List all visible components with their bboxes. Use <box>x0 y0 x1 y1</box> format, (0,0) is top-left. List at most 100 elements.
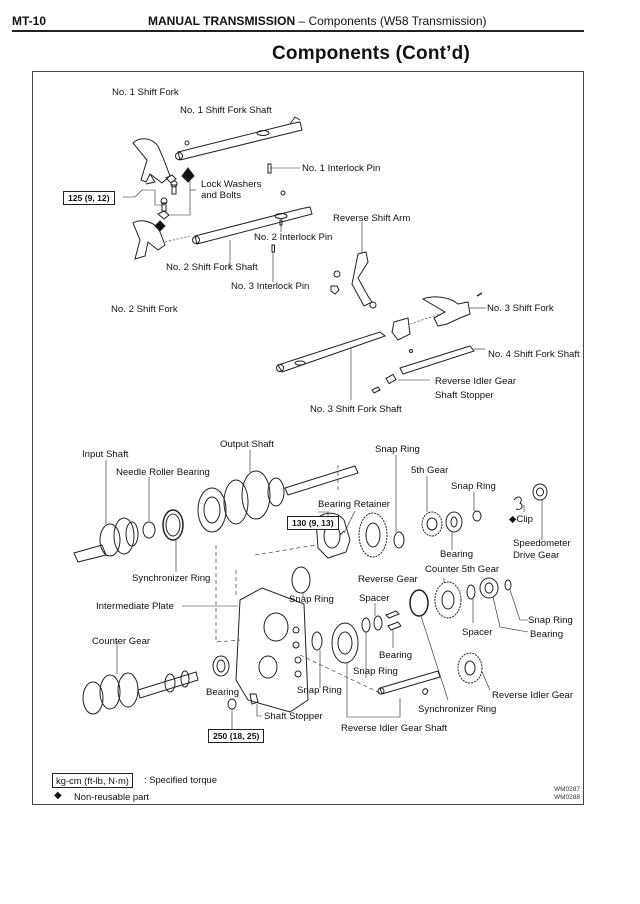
reverse-gear-drawing <box>358 512 388 558</box>
label-bearing-b: Bearing <box>206 687 240 698</box>
lock-washers-bolts-drawing <box>123 167 196 232</box>
label-output-shaft: Output Shaft <box>220 439 274 450</box>
torque-bearing-retainer: 130 (9, 13) <box>287 516 339 530</box>
no3-shift-fork-drawing <box>409 292 486 327</box>
label-no3-interlock-pin: No. 3 Interlock Pin <box>231 281 310 292</box>
spacer-b-drawing <box>466 584 476 623</box>
reverse-idler-gear-shaft-drawing <box>377 670 441 695</box>
dashed-leaders <box>215 465 381 694</box>
needle-roller-bearing-drawing <box>142 477 156 539</box>
label-drive-gear: Drive Gear <box>513 550 560 561</box>
reverse-shift-arm-drawing <box>330 222 377 309</box>
snap-ring-d-drawing <box>311 631 323 688</box>
no3-shift-fork-shaft-drawing <box>276 331 387 400</box>
clip-drawing <box>513 496 525 512</box>
label-reverse-idler-gear-stopper-2: Shaft Stopper <box>435 390 494 401</box>
no4-shift-fork-shaft-drawing <box>399 345 485 375</box>
label-intermediate-plate: Intermediate Plate <box>96 601 174 612</box>
snap-ring-e-drawing <box>361 617 371 678</box>
label-no4-shift-fork-shaft: No. 4 Shift Fork Shaft <box>488 349 580 360</box>
no2-shift-fork-drawing <box>132 220 191 260</box>
label-snap-ring-b: Snap Ring <box>451 481 496 492</box>
label-reverse-shift-arm: Reverse Shift Arm <box>333 213 411 224</box>
label-fifth-gear: 5th Gear <box>411 465 449 476</box>
label-clip: ◆Clip <box>509 514 533 525</box>
label-counter-5th-gear: Counter 5th Gear <box>425 564 500 575</box>
snap-ring-b-drawing <box>472 492 482 522</box>
legend-non-reusable-desc: Non-reusable part <box>74 791 150 802</box>
label-spacer-b: Spacer <box>462 627 493 638</box>
label-snap-ring-d: Snap Ring <box>297 685 342 696</box>
legend-torque-unit: kg-cm (ft-lb, N·m) <box>52 773 133 788</box>
label-no2-interlock-pin: No. 2 Interlock Pin <box>254 232 333 243</box>
label-bearing-e: Bearing <box>530 629 564 640</box>
bearing-e-drawing <box>479 577 529 633</box>
bearing-d-drawing <box>331 622 401 718</box>
torque-shaft-stopper: 250 (18, 25) <box>208 729 265 743</box>
counter-5th-gear-drawing <box>434 578 462 619</box>
shaft-stopper-bolt-drawing <box>227 693 262 730</box>
label-speedometer: Speedometer <box>513 538 571 549</box>
label-lock-washers: Lock Washers <box>201 179 262 190</box>
label-reverse-idler-gear: Reverse Idler Gear <box>492 690 574 701</box>
legend-torque-desc: : Specified torque <box>144 774 217 785</box>
speedometer-drive-gear-drawing <box>532 483 548 540</box>
spacer-a-drawing <box>373 603 383 631</box>
label-bearing-retainer: Bearing Retainer <box>318 499 390 510</box>
intermediate-plate-drawing <box>182 587 309 713</box>
label-no3-shift-fork: No. 3 Shift Fork <box>487 303 554 314</box>
fifth-gear-drawing <box>421 476 443 537</box>
no2-shift-fork-shaft-drawing <box>192 190 313 268</box>
label-reverse-gear: Reverse Gear <box>358 574 418 585</box>
interlock-pins-2-3-drawing <box>271 219 283 282</box>
label-snap-ring-f: Snap Ring <box>528 615 573 626</box>
no1-shift-fork-drawing <box>132 138 171 185</box>
label-shaft-stopper: Shaft Stopper <box>264 711 323 722</box>
section-title: MANUAL TRANSMISSION – Components (W58 Tr… <box>148 14 487 28</box>
label-snap-ring-e: Snap Ring <box>353 666 398 677</box>
section-title-sub: – Components (W58 Transmission) <box>295 14 487 28</box>
label-no2-shift-fork: No. 2 Shift Fork <box>111 304 178 315</box>
label-synchronizer-ring-b: Synchronizer Ring <box>418 704 497 715</box>
label-no3-shift-fork-shaft: No. 3 Shift Fork Shaft <box>310 404 402 415</box>
page-title: Components (Cont’d) <box>272 43 470 64</box>
label-no1-shift-fork: No. 1 Shift Fork <box>112 87 179 98</box>
label-reverse-idler-gear-shaft: Reverse Idler Gear Shaft <box>341 723 448 734</box>
torque-lock-bolts: 125 (9, 12) <box>63 191 115 205</box>
label-no1-interlock-pin: No. 1 Interlock Pin <box>302 163 381 174</box>
figure-code-1: WM0287 <box>553 786 580 793</box>
snap-ring-c-drawing <box>291 566 311 598</box>
shift-head-drawing <box>391 317 413 353</box>
non-reusable-diamond-icon: ◆ <box>54 790 62 801</box>
synchronizer-ring-a-drawing <box>162 509 184 572</box>
output-shaft-drawing <box>197 450 359 533</box>
label-reverse-idler-gear-stopper-1: Reverse Idler Gear <box>435 376 517 387</box>
synchronizer-ring-b-drawing <box>409 589 449 701</box>
label-snap-ring-c: Snap Ring <box>289 594 334 605</box>
label-counter-gear: Counter Gear <box>92 636 151 647</box>
no1-shift-fork-shaft-drawing <box>175 116 303 161</box>
label-synchronizer-ring-a: Synchronizer Ring <box>132 573 211 584</box>
label-bearing-c: Bearing <box>379 650 413 661</box>
label-snap-ring-a: Snap Ring <box>375 444 420 455</box>
label-needle-roller-bearing: Needle Roller Bearing <box>116 467 210 478</box>
no1-interlock-pin-drawing <box>267 163 300 174</box>
label-bearing-a: Bearing <box>440 549 474 560</box>
figure-code-2: WM0288 <box>553 794 580 801</box>
figure-codes: WM0287 WM0288 <box>554 786 580 802</box>
label-and-bolts: and Bolts <box>201 190 242 201</box>
section-code: MT-10 <box>12 14 47 28</box>
counter-gear-drawing <box>82 641 199 715</box>
header-rule <box>12 30 584 32</box>
reverse-idler-stopper-drawing <box>371 373 430 394</box>
snap-ring-a-drawing <box>393 455 405 549</box>
section-title-main: MANUAL TRANSMISSION <box>148 14 296 28</box>
input-shaft-drawing <box>73 460 139 563</box>
label-no2-shift-fork-shaft: No. 2 Shift Fork Shaft <box>166 262 258 273</box>
label-spacer-a: Spacer <box>359 593 390 604</box>
snap-ring-f-drawing <box>504 579 528 621</box>
reverse-idler-gear-drawing <box>457 652 491 691</box>
label-input-shaft: Input Shaft <box>82 449 129 460</box>
bearing-c-drawing <box>385 610 402 648</box>
